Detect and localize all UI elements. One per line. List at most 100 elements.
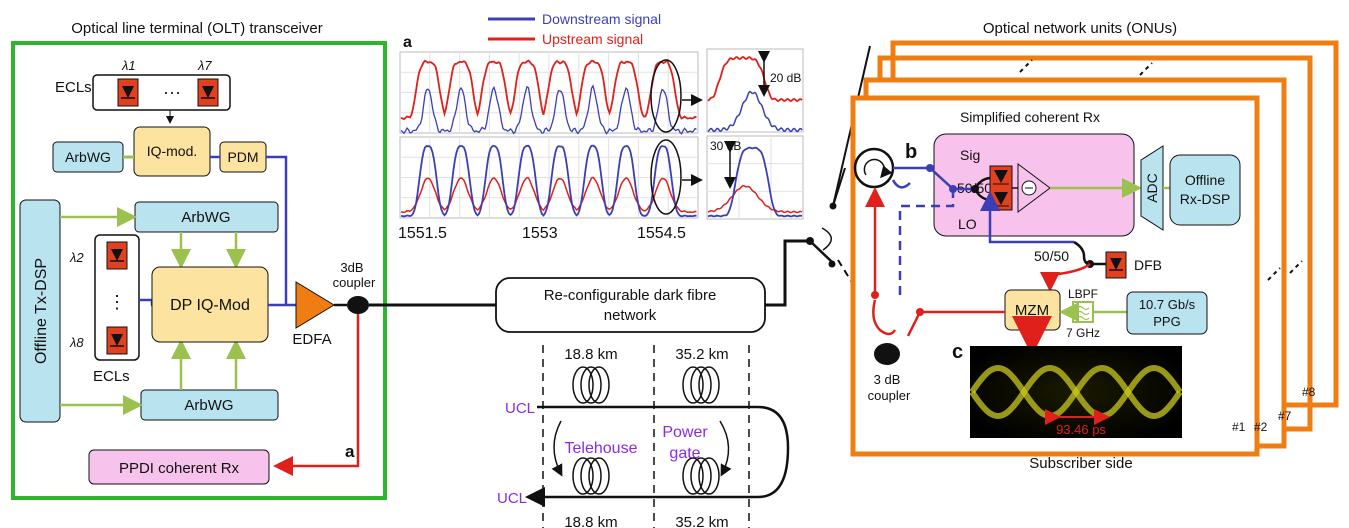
ecls-top-ellipsis: ···	[163, 82, 181, 102]
lambda-8-label: λ8	[69, 335, 84, 350]
circulator-icon	[853, 147, 895, 189]
eye-trace-lower	[969, 364, 1183, 420]
onu-coupler-label-line2: coupler	[868, 388, 911, 403]
power-gate-label-line2: gate	[669, 445, 700, 462]
spectrum-a-downstream-trace	[400, 84, 697, 135]
onu-label-b: b	[905, 141, 917, 163]
adc-box	[1140, 145, 1164, 231]
gain-b-label: 30 dB	[710, 139, 741, 153]
dark-fibre-label-line2: network	[604, 307, 657, 324]
span-top-right-label: 35.2 km	[675, 346, 728, 363]
iq-mod-label: IQ-mod.	[147, 143, 198, 159]
ucl-bottom-label: UCL	[497, 490, 527, 507]
laser-2-icon	[106, 241, 128, 270]
onu-label-c: c	[952, 341, 963, 363]
onu-unit-label-8: #8	[1302, 385, 1316, 399]
onu-title: Optical network units (ONUs)	[983, 20, 1177, 37]
olt-label-a: a	[345, 442, 355, 461]
ppdi-box	[88, 449, 270, 485]
onu-unit-label-2: #2	[1254, 420, 1268, 434]
x-tick-1: 1551.5	[398, 225, 447, 242]
pdm-label: PDM	[227, 149, 258, 165]
ecls-bottom-label: ECLs	[93, 368, 130, 385]
simplified-rx-title: Simplified coherent Rx	[960, 109, 1100, 125]
fibre-spool-bottom-right-icon	[682, 457, 720, 495]
network-output-fibre	[765, 239, 810, 307]
lambda-7-label: λ7	[197, 58, 212, 73]
gain-a-label: 20 dB	[770, 71, 801, 85]
span-bottom-left-label: 18.8 km	[564, 514, 617, 528]
zoom-b-upstream-trace	[707, 184, 803, 214]
edfa-label: EDFA	[292, 331, 331, 348]
ppg-label-line1: 10.7 Gb/s	[1139, 297, 1196, 312]
olt-coupler-label-line2: coupler	[333, 275, 376, 290]
zoom-grid	[707, 136, 803, 219]
dashed-lo-path	[898, 189, 955, 300]
mzm-label: MZM	[1015, 302, 1049, 319]
laser-8-icon	[106, 326, 128, 355]
offline-rx-label-line1: Offline	[1185, 172, 1225, 188]
power-gate-label-line1: Power	[662, 424, 708, 441]
onu-coupler-label-line1: 3 dB	[874, 372, 901, 387]
pdm-fibre	[266, 155, 288, 305]
offline-tx-dsp-box	[19, 199, 61, 423]
spectrum-a-highlight	[650, 59, 682, 133]
spectrum-a-label: a	[403, 34, 412, 51]
onu-coupler-icon	[874, 343, 900, 365]
lbpf-bandwidth-label: 7 GHz	[1066, 326, 1100, 340]
fibre-spool-bottom-left-icon	[572, 457, 610, 495]
onu-unit-label-1: #1	[1232, 420, 1246, 434]
edfa-icon	[295, 281, 335, 329]
adc-label: ADC	[1144, 173, 1160, 203]
fibre-spool-top-right-icon	[682, 366, 720, 404]
subscriber-side-label: Subscriber side	[1029, 455, 1132, 472]
arbwg-lower-label: ArbWG	[184, 397, 233, 414]
dark-fibre-label-line1: Re-configurable dark fibre	[544, 287, 717, 304]
dfb-label: DFB	[1134, 257, 1162, 273]
legend-upstream-label: Upstream signal	[542, 31, 643, 47]
laser-to-mzm-path	[1040, 262, 1091, 292]
ppdi-label: PPDI coherent Rx	[119, 460, 240, 477]
arbwg-left-label: ArbWG	[65, 149, 111, 165]
offline-rx-label-line2: Rx-DSP	[1180, 191, 1231, 207]
laser-1-icon	[117, 78, 139, 107]
zoom-a-downstream-trace	[707, 90, 803, 133]
spectrum-b-downstream-trace	[400, 144, 697, 218]
lbpf-icon	[1072, 301, 1094, 323]
lambda-1-label: λ1	[121, 58, 136, 73]
lambda-2-label: λ2	[69, 250, 84, 265]
signal-path	[893, 166, 975, 191]
offline-tx-dsp-label: Offline Tx-DSP	[33, 258, 50, 364]
ecls-left-box	[94, 234, 140, 361]
onu-unit-label-7: #7	[1278, 409, 1292, 423]
lo-path	[980, 191, 1074, 244]
lo-splitter-label: 50/50	[1034, 248, 1069, 264]
upstream-fibre	[273, 314, 360, 476]
arbwg-upper-label: ArbWG	[181, 209, 230, 226]
zoom-a-panel	[706, 48, 804, 133]
control-arrows	[60, 207, 246, 415]
fibre-spool-top-left-icon	[572, 366, 610, 404]
legend-downstream-label: Downstream signal	[542, 11, 661, 27]
section-dividers	[542, 345, 750, 528]
lo-label: LO	[958, 216, 977, 232]
x-tick-2: 1553	[522, 225, 558, 242]
olt-title: Optical line terminal (OLT) transceiver	[71, 20, 322, 37]
ecls-left-vdots: ⋮	[108, 292, 126, 312]
olt-coupler-label-line1: 3dB	[340, 260, 363, 275]
olt-frame	[11, 41, 387, 500]
eye-width-label: 93.46 ps	[1056, 422, 1106, 437]
span-top-left-label: 18.8 km	[564, 346, 617, 363]
dfb-laser-icon	[1105, 251, 1127, 279]
span-bottom-right-label: 35.2 km	[675, 514, 728, 528]
offline-rx-dsp-box	[1169, 154, 1241, 226]
zoom-a-upstream-trace	[707, 56, 803, 103]
zoom-b-downstream-trace	[707, 146, 803, 218]
laser-7-icon	[197, 78, 219, 107]
ppg-label-line2: PPG	[1153, 314, 1180, 329]
ppg-box	[1126, 291, 1208, 335]
x-tick-3: 1554.5	[637, 225, 686, 242]
lbpf-label: LBPF	[1068, 287, 1098, 301]
loop-fibre	[525, 405, 790, 507]
